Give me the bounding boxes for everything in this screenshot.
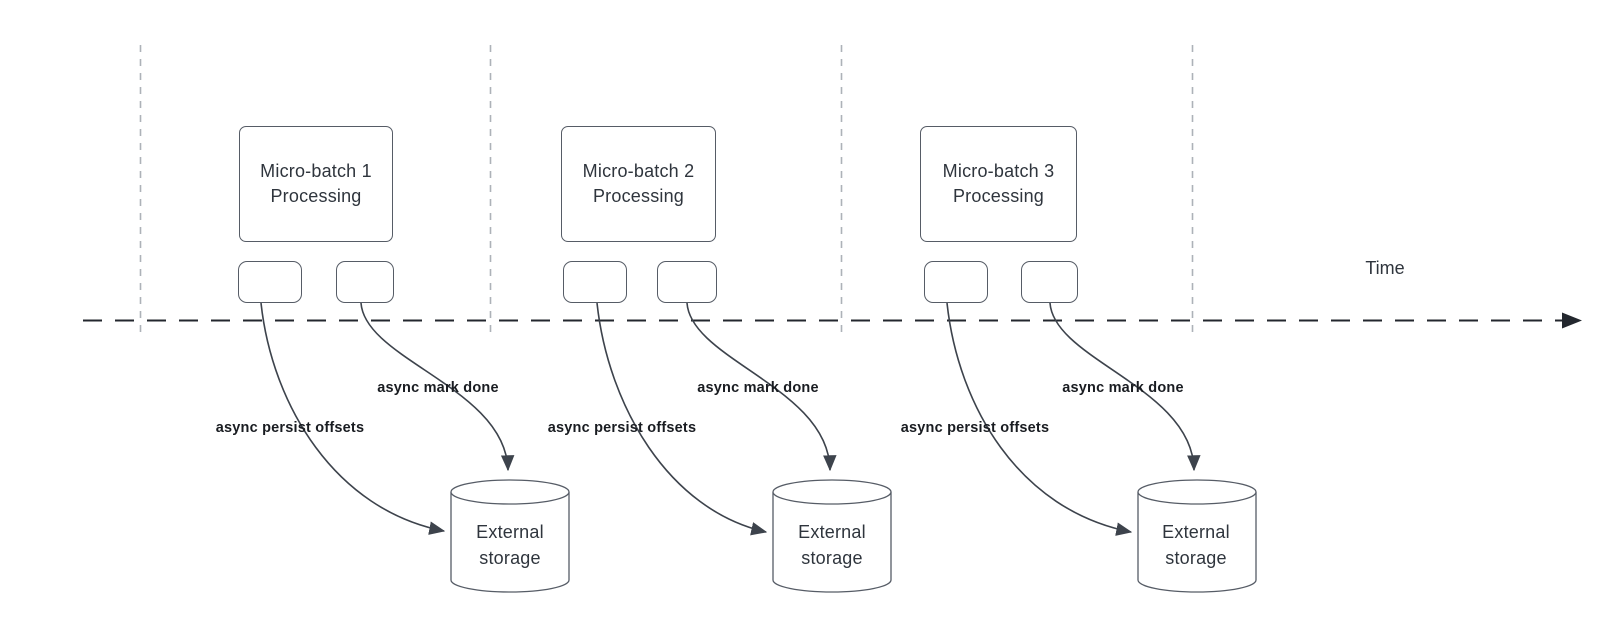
persist-task-box-2 [563,261,627,303]
external-storage-label-3: External storage [1162,522,1230,568]
mark-done-label-3: async mark done [1062,380,1184,396]
time-axis-label: Time [1365,258,1405,278]
mark-done-arrow-2 [686,302,837,472]
micro-batch-2-box: Micro-batch 2 Processing [561,126,716,242]
mark-done-label-1: async mark done [377,380,499,396]
micro-batch-2-label: Micro-batch 2 Processing [582,161,695,206]
external-storage-cylinder-3 [1137,479,1257,593]
persist-offsets-label-2: async persist offsets [547,420,697,436]
external-storage-cylinder-1 [450,479,570,593]
mark-done-task-box-3 [1021,261,1078,303]
micro-batch-3-label: Micro-batch 3 Processing [942,161,1055,206]
persist-task-box-3 [924,261,988,303]
micro-batch-1-label: Micro-batch 1 Processing [260,161,372,206]
external-storage-cylinder-2 [772,479,892,593]
mark-done-arrow-1 [360,302,515,472]
persist-offsets-label-1: async persist offsets [215,420,365,436]
external-storage-label-2: External storage [798,522,866,568]
external-storage-label-1: External storage [476,522,544,568]
mark-done-task-box-1 [336,261,394,303]
persist-task-box-1 [238,261,302,303]
persist-offsets-arrow-1 [260,302,446,535]
mark-done-arrow-3 [1049,302,1201,472]
micro-batch-1-box: Micro-batch 1 Processing [239,126,393,242]
time-axis-arrowhead-icon [1562,312,1582,329]
mark-done-task-box-2 [657,261,717,303]
mark-done-label-2: async mark done [697,380,819,396]
persist-offsets-label-3: async persist offsets [900,420,1050,436]
micro-batch-3-box: Micro-batch 3 Processing [920,126,1077,242]
persist-offsets-arrow-3 [946,302,1133,536]
persist-offsets-arrow-2 [596,302,768,536]
